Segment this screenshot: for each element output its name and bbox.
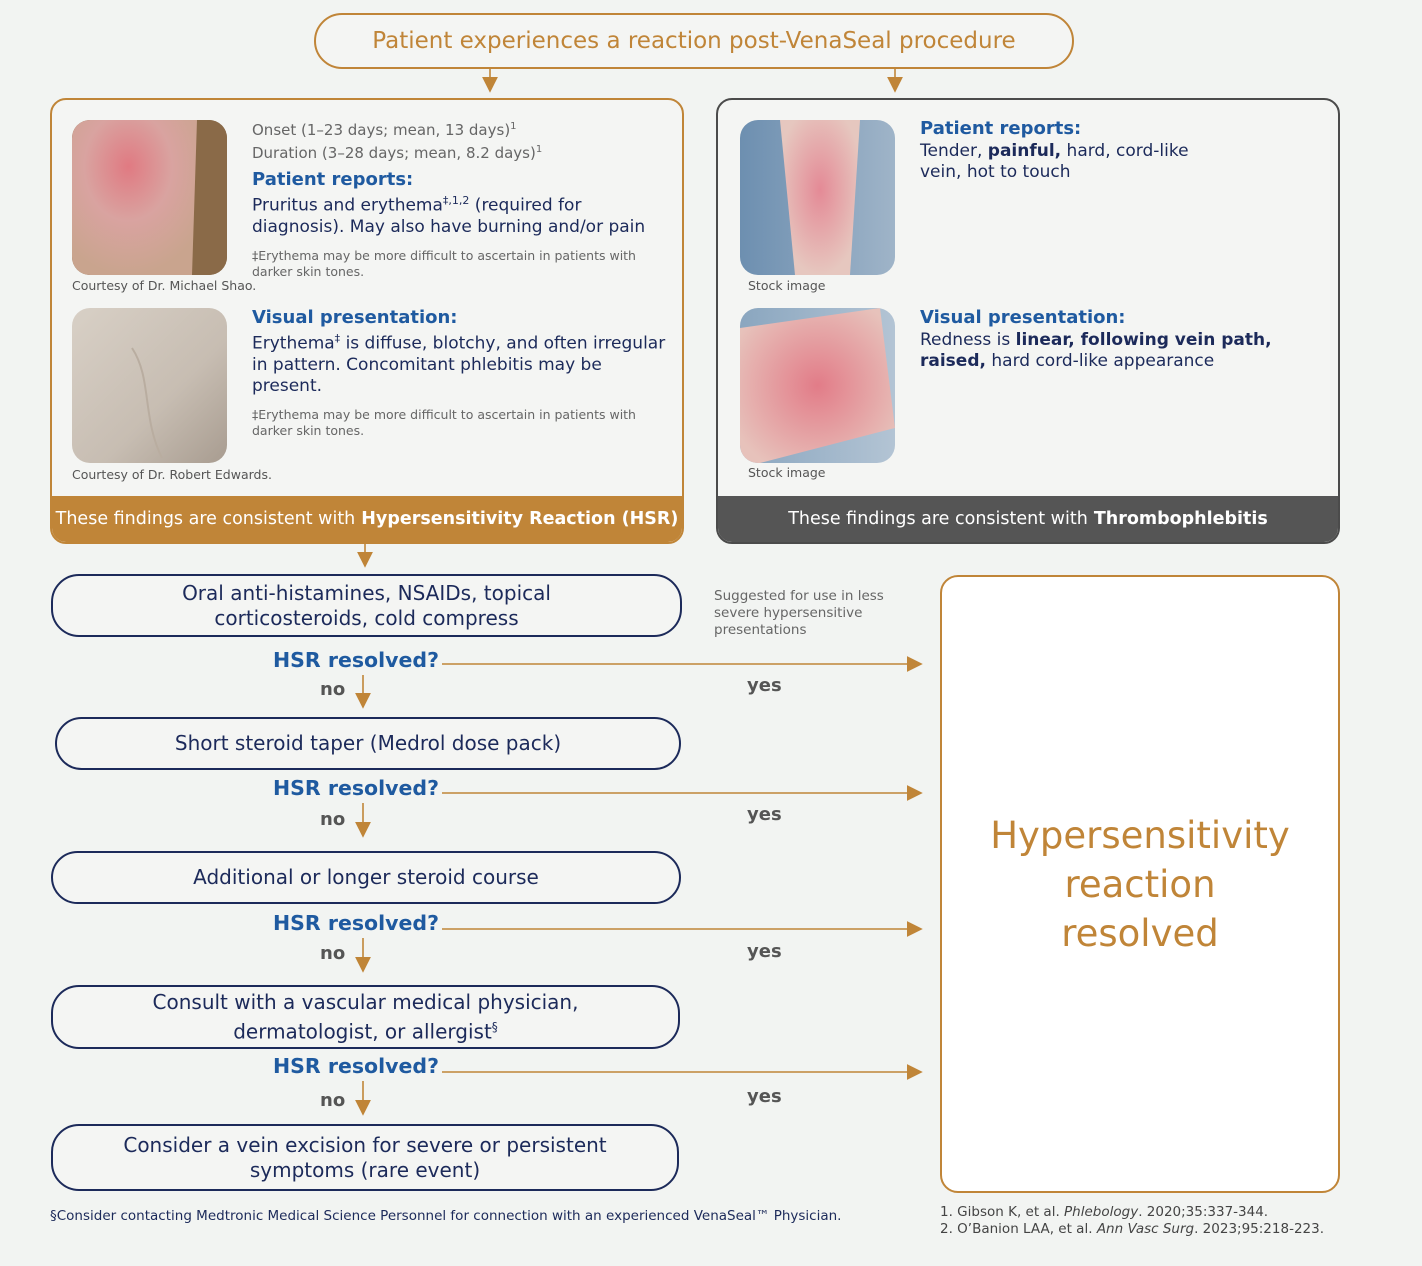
resolved-box: Hypersensitivity reaction resolved	[940, 575, 1340, 1193]
resolved-text: Hypersensitivity reaction resolved	[985, 811, 1295, 958]
hsr-note-1: ‡Erythema may be more difficult to ascer…	[252, 248, 672, 280]
no-label-1: no	[320, 679, 345, 700]
step-4-text: Consult with a vascular medical physicia…	[131, 990, 601, 1045]
tp-reports-block: Patient reports: Tender, painful, hard, …	[920, 118, 1220, 183]
start-title: Patient experiences a reaction post-Vena…	[372, 28, 1015, 54]
step-2-text: Short steroid taper (Medrol dose pack)	[175, 731, 561, 756]
tp-visual-heading: Visual presentation:	[920, 307, 1290, 328]
footnote: §Consider contacting Medtronic Medical S…	[50, 1208, 841, 1224]
hsr-footer-bold: Hypersensitivity Reaction (HSR)	[361, 509, 678, 529]
start-box: Patient experiences a reaction post-Vena…	[314, 13, 1074, 69]
hsr-duration: Duration (3–28 days; mean, 8.2 days)1	[252, 140, 672, 163]
tp-caption-1: Stock image	[748, 278, 826, 293]
no-label-4: no	[320, 1090, 345, 1111]
tp-visual-block: Visual presentation: Redness is linear, …	[920, 307, 1290, 372]
tp-reports-heading: Patient reports:	[920, 118, 1220, 139]
hsr-reports-text: Pruritus and erythema‡,1,2 (required for…	[252, 190, 672, 238]
tp-reports-text: Tender, painful, hard, cord-like vein, h…	[920, 141, 1220, 183]
question-2: HSR resolved?	[273, 776, 439, 800]
hsr-caption-2: Courtesy of Dr. Robert Edwards.	[72, 467, 272, 482]
tp-caption-2: Stock image	[748, 465, 826, 480]
hsr-onset: Onset (1–23 days; mean, 13 days)1	[252, 117, 672, 140]
reference-2: 2. O’Banion LAA, et al. Ann Vasc Surg. 2…	[940, 1221, 1324, 1238]
hsr-reports-heading: Patient reports:	[252, 169, 672, 190]
hsr-card: Courtesy of Dr. Michael Shao. Onset (1–2…	[50, 98, 684, 544]
step-1-box: Oral anti-histamines, NSAIDs, topical co…	[51, 574, 682, 637]
hsr-photo-2	[72, 308, 227, 463]
hsr-footer-prefix: These findings are consistent with	[56, 509, 356, 529]
hsr-visual-text: Erythema‡ is diffuse, blotchy, and often…	[252, 328, 672, 397]
step-4-box: Consult with a vascular medical physicia…	[51, 985, 680, 1049]
step-5-box: Consider a vein excision for severe or p…	[51, 1124, 679, 1191]
hsr-visual-heading: Visual presentation:	[252, 307, 672, 328]
tp-visual-text: Redness is linear, following vein path, …	[920, 330, 1290, 372]
question-4: HSR resolved?	[273, 1054, 439, 1078]
no-label-2: no	[320, 809, 345, 830]
hsr-footer: These findings are consistent with Hyper…	[52, 496, 682, 542]
references: 1. Gibson K, et al. Phlebology. 2020;35:…	[940, 1204, 1324, 1238]
hsr-reports-block: Onset (1–23 days; mean, 13 days)1 Durati…	[252, 117, 672, 280]
step-3-text: Additional or longer steroid course	[193, 865, 539, 890]
hsr-photo-1	[72, 120, 227, 275]
question-1: HSR resolved?	[273, 648, 439, 672]
step-5-text: Consider a vein excision for severe or p…	[100, 1133, 630, 1183]
tp-footer: These findings are consistent with Throm…	[718, 496, 1338, 542]
yes-label-2: yes	[747, 804, 782, 825]
no-label-3: no	[320, 943, 345, 964]
step-1-text: Oral anti-histamines, NSAIDs, topical co…	[152, 581, 582, 631]
tp-photo-2	[740, 308, 895, 463]
step-3-box: Additional or longer steroid course	[51, 851, 681, 904]
side-note: Suggested for use in less severe hyperse…	[714, 588, 899, 639]
yes-label-3: yes	[747, 941, 782, 962]
question-3: HSR resolved?	[273, 911, 439, 935]
step-2-box: Short steroid taper (Medrol dose pack)	[55, 717, 681, 770]
yes-label-1: yes	[747, 675, 782, 696]
yes-label-4: yes	[747, 1086, 782, 1107]
hsr-visual-block: Visual presentation: Erythema‡ is diffus…	[252, 307, 672, 439]
hsr-caption-1: Courtesy of Dr. Michael Shao.	[72, 278, 256, 293]
thrombophlebitis-card: Stock image Patient reports: Tender, pai…	[716, 98, 1340, 544]
hsr-note-2: ‡Erythema may be more difficult to ascer…	[252, 407, 672, 439]
reference-1: 1. Gibson K, et al. Phlebology. 2020;35:…	[940, 1204, 1324, 1221]
tp-footer-prefix: These findings are consistent with	[788, 509, 1088, 529]
tp-photo-1	[740, 120, 895, 275]
tp-footer-bold: Thrombophlebitis	[1094, 509, 1268, 529]
